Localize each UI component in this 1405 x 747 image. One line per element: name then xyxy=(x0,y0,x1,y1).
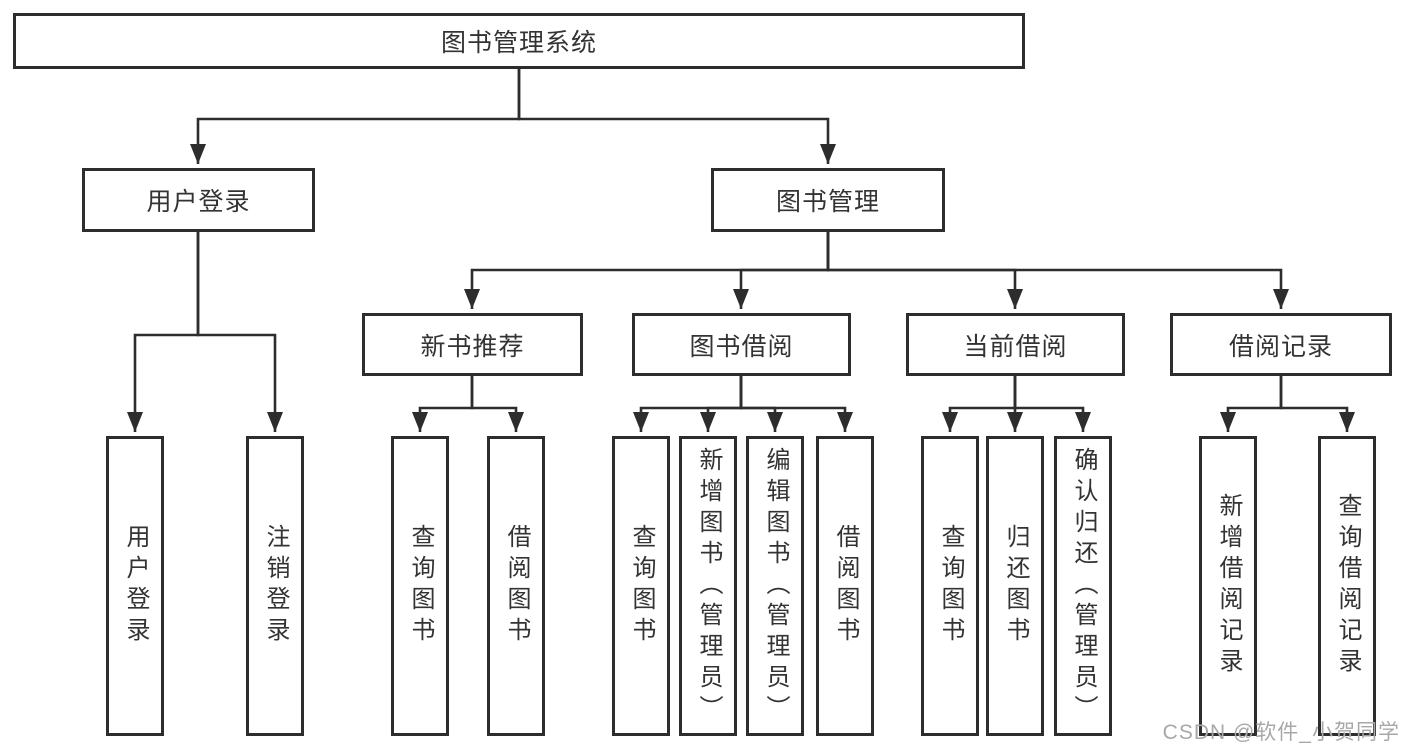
connector-borrowrec-child2 xyxy=(1279,376,1355,432)
connector-bookborrow-child4 xyxy=(739,376,853,432)
connector-bookmgmt-bookborrow xyxy=(733,232,830,309)
node-label: 图书管理系统 xyxy=(440,29,597,57)
leaf-edit-books-admin: 编辑图书（管理员） xyxy=(746,436,804,736)
node-label: 图书管理 xyxy=(775,188,880,216)
leaf-query-borrow-record: 查询借阅记录 xyxy=(1318,436,1376,736)
node-new-book-recommendation: 新书推荐 xyxy=(362,313,583,376)
leaf-query-books-recommend: 查询图书 xyxy=(391,436,449,736)
node-label: 新增借阅记录 xyxy=(1215,493,1242,679)
leaf-borrow-books-recommend: 借阅图书 xyxy=(487,436,545,736)
leaf-add-books-admin: 新增图书（管理员） xyxy=(679,436,737,736)
connector-bookborrow-child3 xyxy=(739,376,783,432)
connector-borrowrec-child1 xyxy=(1220,376,1283,432)
leaf-query-books-current: 查询图书 xyxy=(921,436,979,736)
connector-root-userlogin xyxy=(190,68,521,164)
node-label: 查询图书 xyxy=(407,524,434,648)
leaf-query-books-borrow: 查询图书 xyxy=(612,436,670,736)
leaf-borrow-books: 借阅图书 xyxy=(816,436,874,736)
connector-root-bookmgmt xyxy=(517,68,836,164)
node-label: 借阅记录 xyxy=(1228,332,1333,361)
node-label: 当前借阅 xyxy=(963,332,1068,361)
connector-curborrow-child3 xyxy=(1013,376,1091,432)
node-label: 查询图书 xyxy=(937,524,964,648)
node-library-management-system: 图书管理系统 xyxy=(13,13,1025,69)
node-current-borrowing: 当前借阅 xyxy=(906,313,1125,376)
leaf-logout: 注销登录 xyxy=(246,436,304,736)
node-label: 新增图书（管理员） xyxy=(695,446,722,726)
node-label: 归还图书 xyxy=(1002,524,1029,648)
connector-newrec-child1 xyxy=(412,376,474,432)
connector-bookmgmt-borrowrec xyxy=(826,232,1289,309)
node-label: 注销登录 xyxy=(262,524,289,648)
leaf-return-books: 归还图书 xyxy=(986,436,1044,736)
node-label: 新书推荐 xyxy=(420,332,525,361)
leaf-confirm-return-admin: 确认归还（管理员） xyxy=(1054,436,1112,736)
leaf-user-login: 用户登录 xyxy=(106,436,164,736)
node-label: 确认归还（管理员） xyxy=(1070,446,1097,726)
node-user-login: 用户登录 xyxy=(82,168,315,232)
node-label: 查询图书 xyxy=(628,524,655,648)
node-book-management: 图书管理 xyxy=(711,168,945,232)
node-label: 用户登录 xyxy=(146,188,251,216)
node-label: 查询借阅记录 xyxy=(1334,493,1361,679)
connector-bookborrow-child1 xyxy=(633,376,743,432)
connector-userlogin-child2 xyxy=(196,232,283,432)
node-label: 用户登录 xyxy=(122,524,149,648)
node-label: 编辑图书（管理员） xyxy=(762,446,789,726)
connector-bookborrow-child2 xyxy=(700,376,743,432)
leaf-add-borrow-record: 新增借阅记录 xyxy=(1199,436,1257,736)
node-label: 借阅图书 xyxy=(503,524,530,648)
node-label: 借阅图书 xyxy=(832,524,859,648)
node-book-borrowing: 图书借阅 xyxy=(632,313,851,376)
watermark: CSDN @软件_小贺同学 xyxy=(1162,721,1400,744)
node-label: 图书借阅 xyxy=(689,332,794,361)
connector-userlogin-child1 xyxy=(127,232,200,432)
node-borrowing-records: 借阅记录 xyxy=(1170,313,1392,376)
connector-curborrow-child1 xyxy=(942,376,1017,432)
connector-newrec-child2 xyxy=(470,376,524,432)
